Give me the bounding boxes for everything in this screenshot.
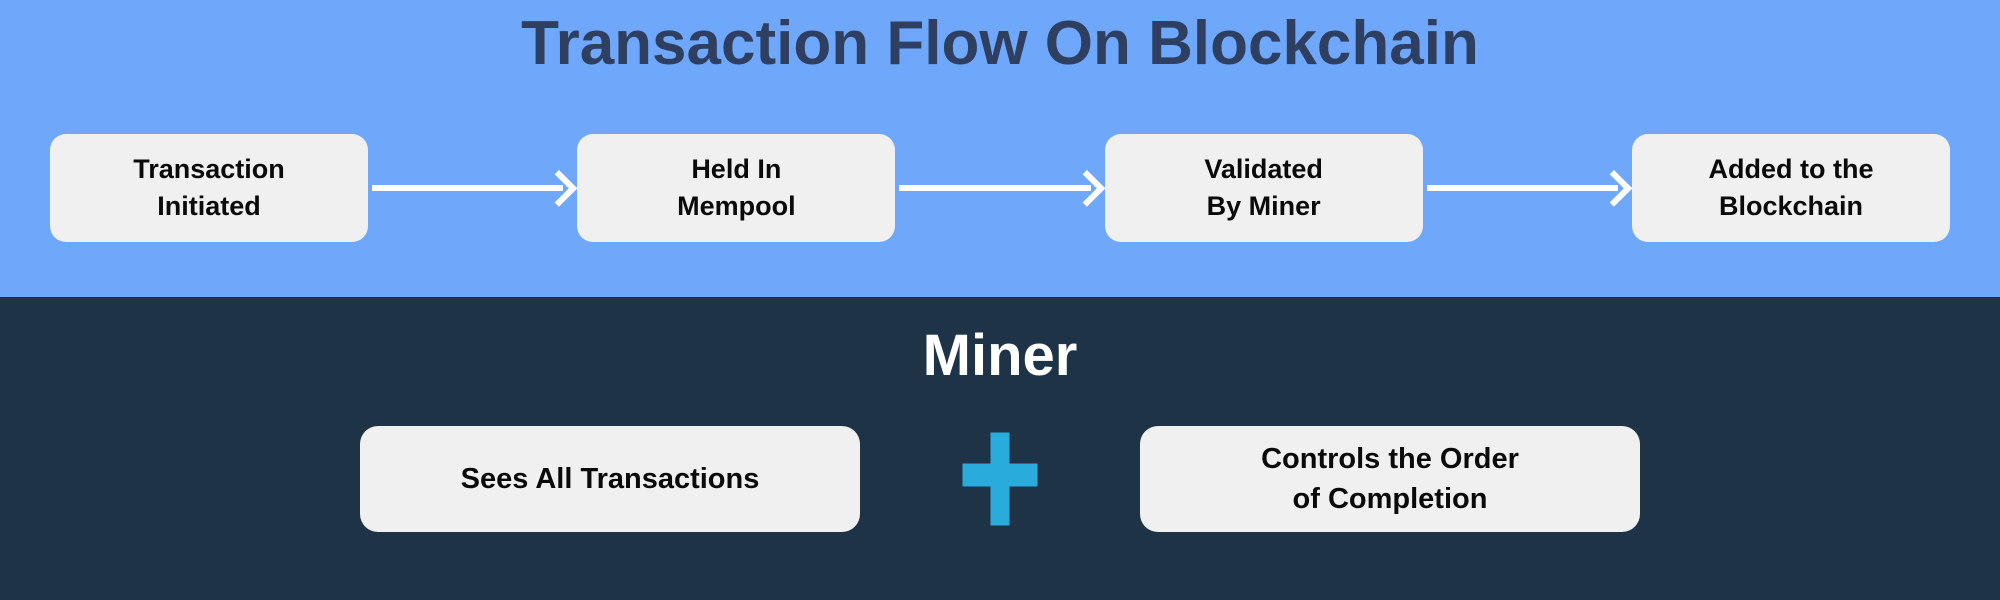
arrow-right-icon — [1423, 168, 1633, 208]
flow-step-label-line2: Initiated — [157, 191, 261, 221]
miner-capabilities-row: Sees All Transactions Controls the Order… — [0, 424, 2000, 534]
arrow-shaft — [1426, 185, 1618, 191]
flow-step-label-line2: By Miner — [1206, 191, 1321, 221]
flow-step-validated-by-miner[interactable]: Validated By Miner — [1104, 134, 1423, 242]
flow-step-transaction-initiated[interactable]: Transaction Initiated — [50, 134, 368, 242]
miner-capability-sees-all-transactions[interactable]: Sees All Transactions — [360, 426, 860, 532]
arrow-head — [1595, 170, 1633, 207]
plus-icon — [860, 429, 1140, 529]
flow-step-label-line1: Transaction — [133, 153, 285, 184]
arrow-right-icon — [895, 168, 1105, 208]
arrow-head — [1068, 170, 1105, 207]
arrow-shaft — [899, 185, 1091, 191]
flow-step-held-in-mempool[interactable]: Held In Mempool — [577, 134, 896, 242]
transaction-flow-steps: Transaction Initiated Held In Mempool Va… — [50, 128, 1950, 248]
miner-section: Miner Sees All Transactions Controls the… — [0, 297, 2000, 600]
flow-step-label-line1: Validated — [1204, 153, 1323, 184]
flow-step-label-line1: Added to the — [1708, 153, 1874, 184]
miner-capability-label-line1: Controls the Order — [1261, 442, 1519, 475]
transaction-flow-section: Transaction Flow On Blockchain Transacti… — [0, 0, 2000, 297]
miner-capability-controls-order[interactable]: Controls the Order of Completion — [1140, 426, 1640, 532]
miner-capability-label-line2: of Completion — [1292, 483, 1488, 515]
page-title: Transaction Flow On Blockchain — [521, 9, 1479, 78]
flow-step-label-line2: Blockchain — [1718, 191, 1863, 221]
arrow-shaft — [372, 185, 564, 191]
flow-step-label-line1: Held In — [691, 153, 782, 184]
flow-step-label-line2: Mempool — [677, 191, 796, 221]
arrow-head — [540, 170, 578, 207]
miner-section-title: Miner — [922, 323, 1078, 388]
flow-step-added-to-blockchain[interactable]: Added to the Blockchain — [1631, 134, 1950, 242]
miner-capability-label-line1: Sees All Transactions — [460, 462, 760, 495]
arrow-right-icon — [368, 168, 578, 208]
